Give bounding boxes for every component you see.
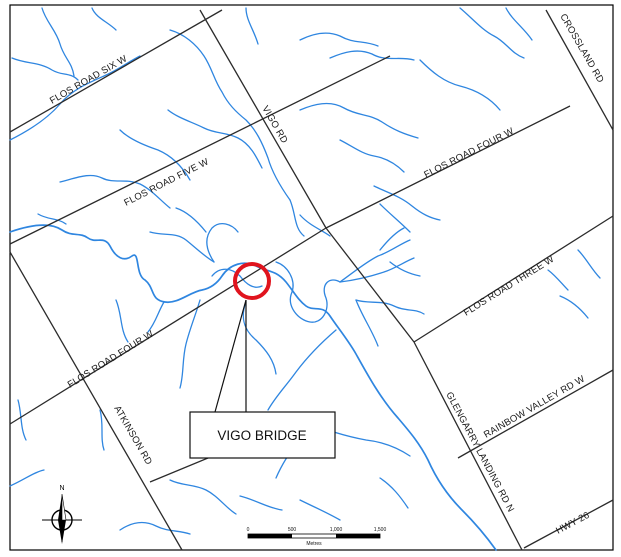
creek: [459, 7, 525, 59]
creek: [9, 469, 45, 487]
road-hwy-26: [523, 499, 614, 549]
callout-box: [189, 411, 336, 459]
scale-tick: 1,500: [374, 527, 387, 533]
callout-leader: [214, 299, 247, 413]
map-frame: [9, 4, 614, 551]
creek: [299, 102, 419, 139]
river-network: [9, 7, 601, 551]
creek: [11, 57, 79, 81]
river-loop: [275, 261, 341, 323]
north-arrow-icon: N: [42, 485, 82, 544]
road-flos-three-w: [413, 215, 614, 343]
scale-tick: 0: [247, 527, 250, 533]
creek: [379, 227, 405, 251]
vigo-bridge-callout: VIGO BRIDGE: [189, 262, 336, 459]
road-glengarry-landing: [413, 341, 523, 551]
creek: [169, 29, 291, 201]
creek: [547, 269, 569, 291]
creek: [559, 295, 589, 319]
creek: [41, 7, 75, 77]
creek: [119, 129, 191, 181]
north-label: N: [59, 485, 64, 492]
road-flos-six-w: [9, 9, 223, 133]
creek: [389, 261, 421, 277]
creek: [91, 7, 117, 31]
creek: [9, 55, 141, 141]
road-flos-four-w-ne: [325, 105, 571, 229]
creek: [299, 32, 379, 47]
creek: [119, 521, 191, 535]
creek: [379, 203, 411, 233]
creek: [147, 301, 165, 333]
creek: [267, 329, 337, 411]
main-river: [9, 224, 497, 551]
creek: [175, 207, 207, 233]
creek: [179, 299, 201, 389]
creek: [59, 174, 171, 209]
creek: [355, 299, 379, 347]
scale-bar: 0 500 1,000 1,500 Metres: [247, 527, 387, 547]
road-atkinson: [9, 251, 183, 551]
creek: [339, 239, 411, 283]
road-flos-four-w-sw: [9, 227, 327, 425]
creek: [299, 499, 341, 521]
callout-label: VIGO BRIDGE: [217, 428, 306, 443]
creek: [99, 409, 105, 451]
bridge-location-marker: [233, 262, 271, 300]
creek: [577, 249, 601, 279]
creek: [167, 109, 263, 169]
road-vigo-south: [325, 227, 415, 343]
creek: [505, 7, 533, 41]
scale-tick: 1,000: [330, 527, 343, 533]
scale-unit: Metres: [306, 541, 322, 547]
creek: [299, 214, 331, 237]
creek: [239, 495, 283, 511]
creek: [17, 399, 27, 441]
creek: [115, 299, 129, 343]
creek: [245, 7, 259, 45]
creek: [339, 139, 405, 173]
road-flos-five-w: [9, 55, 391, 245]
road-crossland: [545, 9, 614, 131]
creek: [169, 479, 237, 515]
creek: [242, 301, 277, 375]
creek: [289, 199, 305, 237]
scale-tick: 500: [288, 527, 297, 533]
creek: [419, 59, 501, 111]
creek: [329, 50, 415, 61]
creek: [37, 213, 67, 225]
creek: [373, 185, 441, 221]
creek: [355, 299, 425, 315]
creek: [206, 222, 239, 263]
creek: [339, 257, 415, 283]
river-meander: [211, 268, 263, 288]
road-vigo: [199, 9, 327, 229]
road-rainbow-valley: [457, 369, 614, 459]
creek: [149, 231, 215, 263]
creek: [379, 477, 409, 509]
